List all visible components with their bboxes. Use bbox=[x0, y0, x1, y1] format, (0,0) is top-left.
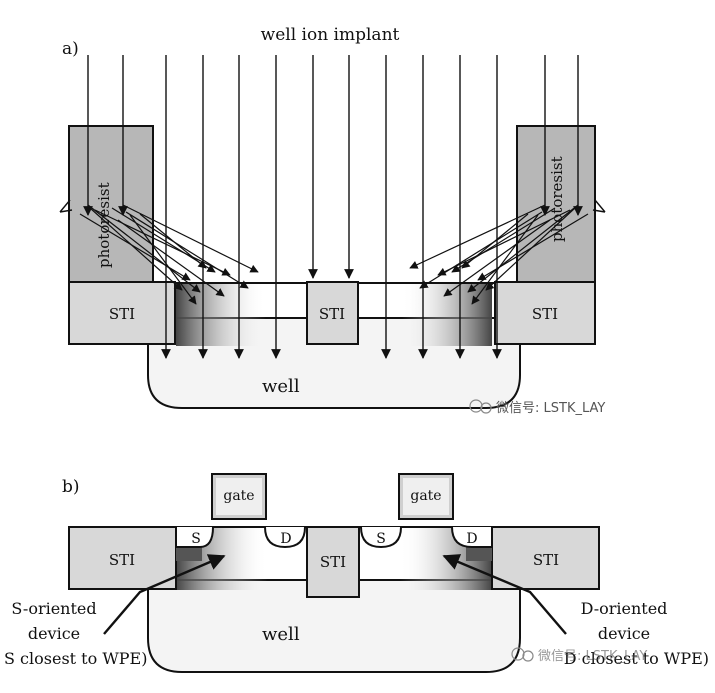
d-oriented-line1: D-oriented bbox=[581, 599, 668, 618]
s-oriented-pointer bbox=[103, 554, 226, 635]
sti-label-right-a: STI bbox=[532, 305, 558, 323]
source-label-left: S bbox=[191, 531, 201, 547]
dark-edge-right bbox=[466, 547, 492, 561]
s-oriented-line2: device bbox=[28, 624, 80, 643]
sti-right-b bbox=[491, 526, 600, 590]
source-right-device bbox=[360, 526, 402, 549]
drain-label-right: D bbox=[466, 531, 477, 547]
watermark-text-bottom: 微信号: LSTK_LAY bbox=[538, 649, 647, 664]
sti-label-left-a: STI bbox=[109, 305, 135, 323]
scatter-arrows-left bbox=[79, 204, 259, 305]
sti-label-center-a: STI bbox=[319, 305, 345, 323]
gate-label-left: gate bbox=[223, 488, 254, 504]
deflect-mark-left bbox=[59, 199, 73, 213]
dark-edge-left bbox=[176, 547, 202, 561]
panel-a-label: a) bbox=[62, 39, 79, 59]
sti-right-a bbox=[494, 281, 596, 345]
d-oriented-line2: device bbox=[598, 624, 650, 643]
photoresist-label-left: photoresist bbox=[95, 182, 113, 268]
well-label-a: well bbox=[262, 376, 300, 397]
photoresist-right bbox=[516, 125, 596, 283]
drain-label-left: D bbox=[280, 531, 291, 547]
source-left-device bbox=[175, 526, 214, 548]
source-label-right: S bbox=[376, 531, 386, 547]
s-oriented-line1: S-oriented bbox=[11, 599, 96, 618]
well-region-b bbox=[147, 579, 521, 673]
sti-center-b bbox=[306, 526, 360, 598]
implant-title: well ion implant bbox=[261, 25, 400, 45]
gate-left-inner bbox=[216, 478, 262, 515]
d-oriented-line3: D closest to WPE) bbox=[564, 649, 709, 668]
s-oriented-line3: S closest to WPE) bbox=[4, 649, 147, 668]
watermark-text-top: 微信号: LSTK_LAY bbox=[496, 401, 605, 416]
well-label-b: well bbox=[262, 624, 300, 645]
gate-right-inner bbox=[403, 478, 449, 515]
gate-label-right: gate bbox=[410, 488, 441, 504]
d-oriented-pointer bbox=[442, 554, 567, 635]
drain-left-device bbox=[264, 526, 306, 549]
drain-right-device bbox=[451, 526, 493, 548]
watermark-bottom: 微信号: LSTK_LAY bbox=[511, 647, 647, 664]
sti-left-a bbox=[68, 281, 176, 345]
scatter-arrows-right bbox=[409, 204, 589, 305]
panel-b-label: b) bbox=[62, 477, 80, 497]
sti-center-a bbox=[306, 281, 359, 345]
implant-beams bbox=[83, 55, 583, 359]
sti-left-b bbox=[68, 526, 177, 590]
deflect-mark-right bbox=[592, 199, 606, 213]
sti-label-right-b: STI bbox=[533, 551, 559, 569]
sti-label-center-b: STI bbox=[320, 553, 346, 571]
photoresist-left bbox=[68, 125, 154, 283]
watermark-top: 微信号: LSTK_LAY bbox=[469, 399, 605, 416]
sti-label-left-b: STI bbox=[109, 551, 135, 569]
